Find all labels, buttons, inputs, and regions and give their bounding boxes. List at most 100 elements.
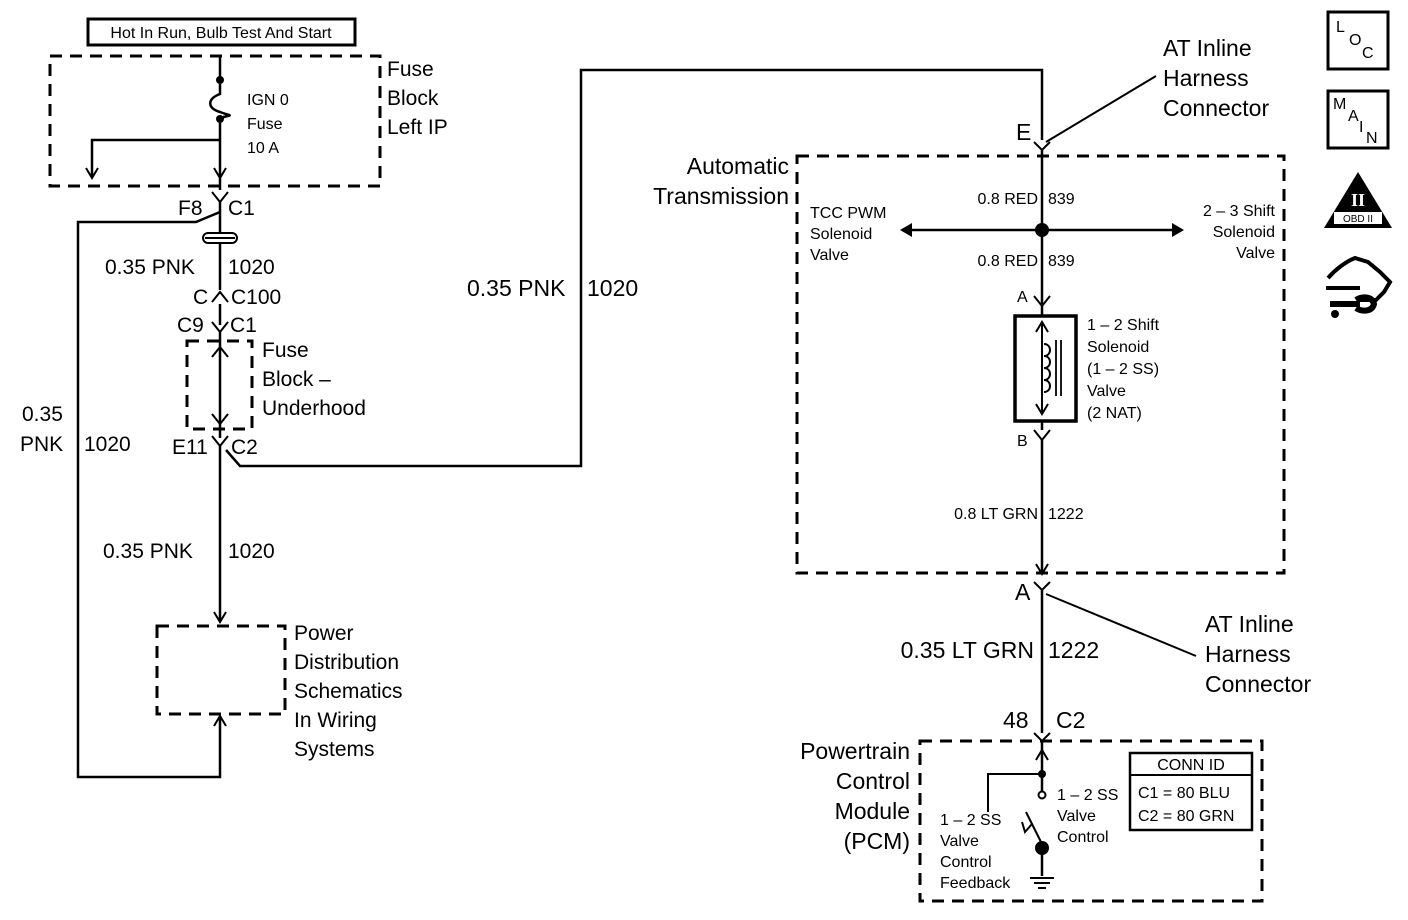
conn-e11: E11 xyxy=(172,436,208,459)
fuse-block-underhood-label-3: Underhood xyxy=(262,397,366,420)
at-harness-bottom-label-1: AT Inline xyxy=(1205,611,1294,637)
pcm-label-4: (PCM) xyxy=(844,828,910,854)
main-icon-m: M xyxy=(1333,96,1346,113)
f8-connector-symbol xyxy=(211,191,229,204)
wire-long-circuit: 1020 xyxy=(587,275,638,301)
harness-top-leader xyxy=(1045,75,1157,143)
conn-c1-top: C1 xyxy=(228,197,255,220)
ss-feedback-label-1: 1 – 2 SS xyxy=(940,812,1001,829)
wire-red-top-circuit: 839 xyxy=(1048,191,1075,208)
loc-icon-frame xyxy=(1326,10,1390,71)
wrench-end-icon xyxy=(1331,310,1339,318)
shift-23-label-1: 2 – 3 Shift xyxy=(1203,203,1276,220)
wire-left-size: 0.35 xyxy=(22,403,63,426)
car-wrench-icon[interactable] xyxy=(1326,255,1393,318)
ss-control-label-3: Control xyxy=(1057,829,1109,846)
power-distribution-label-1: Power xyxy=(294,622,354,645)
shift-12-label-2: Solenoid xyxy=(1087,339,1149,356)
power-distribution-label-5: Systems xyxy=(294,738,375,761)
main-icon-i: I xyxy=(1359,119,1363,136)
shift-12-label-3: (1 – 2 SS) xyxy=(1087,361,1159,378)
obd-icon-numeral: II xyxy=(1351,190,1365,210)
pcm-feedback-wire xyxy=(987,773,1042,812)
fuse-block-left-ip-label-3: Left IP xyxy=(387,116,448,139)
loc-icon[interactable]: L O C xyxy=(1326,10,1390,71)
ss-control-label-1: 1 – 2 SS xyxy=(1057,787,1118,804)
conn-c2-left: C2 xyxy=(231,436,258,459)
wire-top-circuit: 1020 xyxy=(228,256,275,279)
fuse-block-underhood-label-2: Block – xyxy=(262,368,331,391)
tcc-pwm-label-2: Solenoid xyxy=(810,226,872,243)
switch-top-contact xyxy=(1037,790,1047,800)
shift-12-label-1: 1 – 2 Shift xyxy=(1087,317,1160,334)
wire-mid-circuit: 1020 xyxy=(228,540,275,563)
ss-feedback-label-4: Feedback xyxy=(940,875,1011,892)
ss-control-label-2: Valve xyxy=(1057,808,1096,825)
conn-id-row-1: C1 = 80 BLU xyxy=(1138,785,1230,802)
at-harness-bottom-label-3: Connector xyxy=(1205,671,1311,697)
fuse-top-node xyxy=(216,76,224,84)
long-pnk-wire xyxy=(225,68,1044,468)
solenoid-b-connector-symbol xyxy=(1033,429,1051,442)
main-icon-n: N xyxy=(1366,130,1378,147)
automatic-transmission-label-1: Automatic xyxy=(687,153,789,179)
wire-ltgrn-inner-size-color: 0.8 LT GRN xyxy=(954,506,1038,523)
branch-arrow-icon xyxy=(85,167,99,180)
main-icon-a: A xyxy=(1348,108,1359,125)
title-box xyxy=(86,17,357,47)
pin-e: E xyxy=(1016,119,1031,145)
left-loop-wire xyxy=(76,210,222,779)
pin-48: 48 xyxy=(1003,707,1029,733)
conn-c9: C9 xyxy=(177,314,204,337)
solenoid-up-arrow-icon xyxy=(1035,320,1049,333)
underhood-up-arrow-icon xyxy=(211,345,229,358)
solenoid-coil-icon xyxy=(1043,343,1051,393)
at-harness-bottom-label-2: Harness xyxy=(1205,641,1291,667)
wire-ltgrn-inner-circuit: 1222 xyxy=(1048,506,1084,523)
fuse-block-left-ip-label-1: Fuse xyxy=(387,58,434,81)
harness-e-connector-symbol xyxy=(1033,141,1051,152)
solenoid-down-arrow-icon xyxy=(1035,403,1049,416)
at-harness-top-label-1: AT Inline xyxy=(1163,35,1252,61)
tcc-pwm-label-1: TCC PWM xyxy=(810,205,886,222)
power-distribution-label-4: In Wiring xyxy=(294,709,377,732)
power-distribution-outline xyxy=(155,624,287,716)
conn-id-header: CONN ID xyxy=(1157,757,1225,774)
shift-23-arrow-icon xyxy=(1172,223,1184,237)
switch-blade xyxy=(1025,811,1043,845)
conn-f8: F8 xyxy=(178,197,203,220)
wire-red-bottom-circuit: 839 xyxy=(1048,253,1075,270)
main-icon[interactable]: M A I N xyxy=(1326,89,1390,150)
obd-icon-label-box xyxy=(1334,212,1382,224)
conn-c100: C100 xyxy=(231,286,281,309)
shift-23-label-3: Valve xyxy=(1236,245,1275,262)
power-distribution-label-3: Schematics xyxy=(294,680,403,703)
loc-icon-o: O xyxy=(1349,32,1361,49)
ltgrn-arrow-icon xyxy=(1035,563,1049,576)
underhood-down-arrow-icon xyxy=(211,413,229,426)
wire-top-size-color: 0.35 PNK xyxy=(105,256,195,279)
pin-b-solenoid: B xyxy=(1017,433,1028,450)
wire-ltgrn-outer-circuit: 1222 xyxy=(1048,637,1099,663)
pcm-label-2: Control xyxy=(836,768,910,794)
wire-left-color: PNK xyxy=(20,433,63,456)
fuse-block-left-ip-outline xyxy=(48,54,382,188)
harness-a-connector-symbol xyxy=(1033,581,1051,592)
wire-left-circuit: 1020 xyxy=(84,433,131,456)
conn-id-row-2: C2 = 80 GRN xyxy=(1138,808,1234,825)
at-harness-top-label-3: Connector xyxy=(1163,95,1269,121)
pd-arrow-icon xyxy=(213,611,227,624)
conn-c2-pcm: C2 xyxy=(1056,707,1085,733)
fuse-arrow-icon xyxy=(213,167,227,180)
ss-feedback-label-2: Valve xyxy=(940,833,979,850)
loc-icon-c: C xyxy=(1362,45,1374,62)
pcm-feedback-node xyxy=(1038,770,1046,778)
wire-red-top-size-color: 0.8 RED xyxy=(978,191,1038,208)
tcc-pwm-label-3: Valve xyxy=(810,247,849,264)
automatic-transmission-label-2: Transmission xyxy=(653,183,789,209)
fuse-symbol xyxy=(209,84,231,120)
obd-icon[interactable]: II OBD II xyxy=(1324,172,1392,228)
shift-12-label-5: (2 NAT) xyxy=(1087,405,1142,422)
ss-feedback-label-3: Control xyxy=(940,854,992,871)
